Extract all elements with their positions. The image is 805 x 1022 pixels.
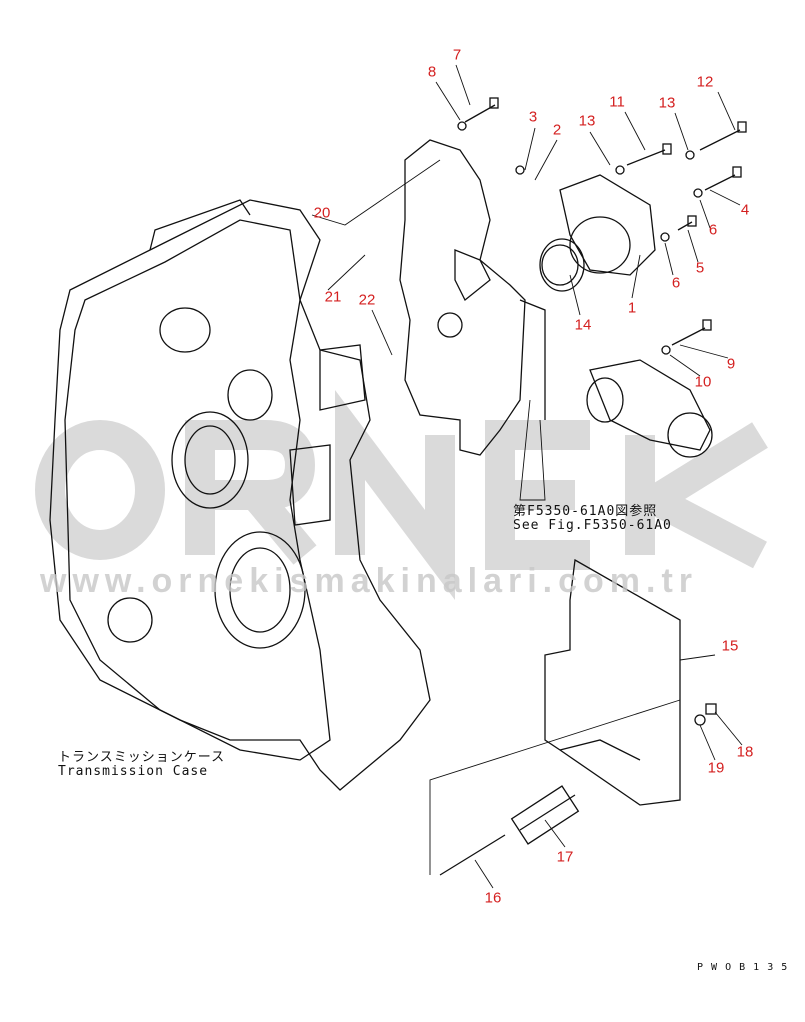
callout-22: 22 [358, 291, 376, 309]
cover-plate [439, 558, 717, 876]
callout-2: 2 [552, 121, 562, 139]
transmission-case [49, 199, 431, 791]
callout-20: 20 [313, 204, 331, 222]
callout-17: 17 [556, 848, 574, 866]
bolts [457, 97, 747, 355]
callout-19: 19 [707, 759, 725, 777]
reference-note-jp: 第F5350-61A0図参照 [513, 504, 658, 519]
valve-assembly [539, 174, 713, 458]
callout-5: 5 [695, 259, 705, 277]
drawing-code: P W O B 1 3 5 [697, 962, 789, 973]
callout-11: 11 [609, 93, 625, 111]
watermark-logo [35, 390, 768, 600]
watermark-url: www.ornekismakinalari.com.tr [40, 562, 699, 600]
callout-13: 13 [578, 112, 596, 130]
callout-1: 1 [627, 299, 637, 317]
reference-note-en: See Fig.F5350-61A0 [513, 518, 672, 533]
callout-6: 6 [708, 221, 718, 239]
callout-6b: 6 [671, 274, 681, 292]
callout-18: 18 [736, 743, 754, 761]
callout-16: 16 [484, 889, 502, 907]
leader-lines [311, 64, 743, 889]
callout-21: 21 [324, 288, 342, 306]
callout-15: 15 [721, 637, 739, 655]
callout-13b: 13 [658, 94, 676, 112]
callout-3: 3 [528, 108, 538, 126]
case-label-en: Transmission Case [58, 764, 209, 779]
callout-7: 7 [452, 46, 462, 64]
callout-8: 8 [427, 63, 437, 81]
callout-4: 4 [740, 201, 750, 219]
valve-plate [399, 139, 546, 456]
callout-14: 14 [574, 316, 592, 334]
callout-9: 9 [726, 355, 736, 373]
callout-12: 12 [696, 73, 714, 91]
callout-10: 10 [694, 373, 712, 391]
case-label-jp: トランスミッションケース [58, 750, 226, 765]
